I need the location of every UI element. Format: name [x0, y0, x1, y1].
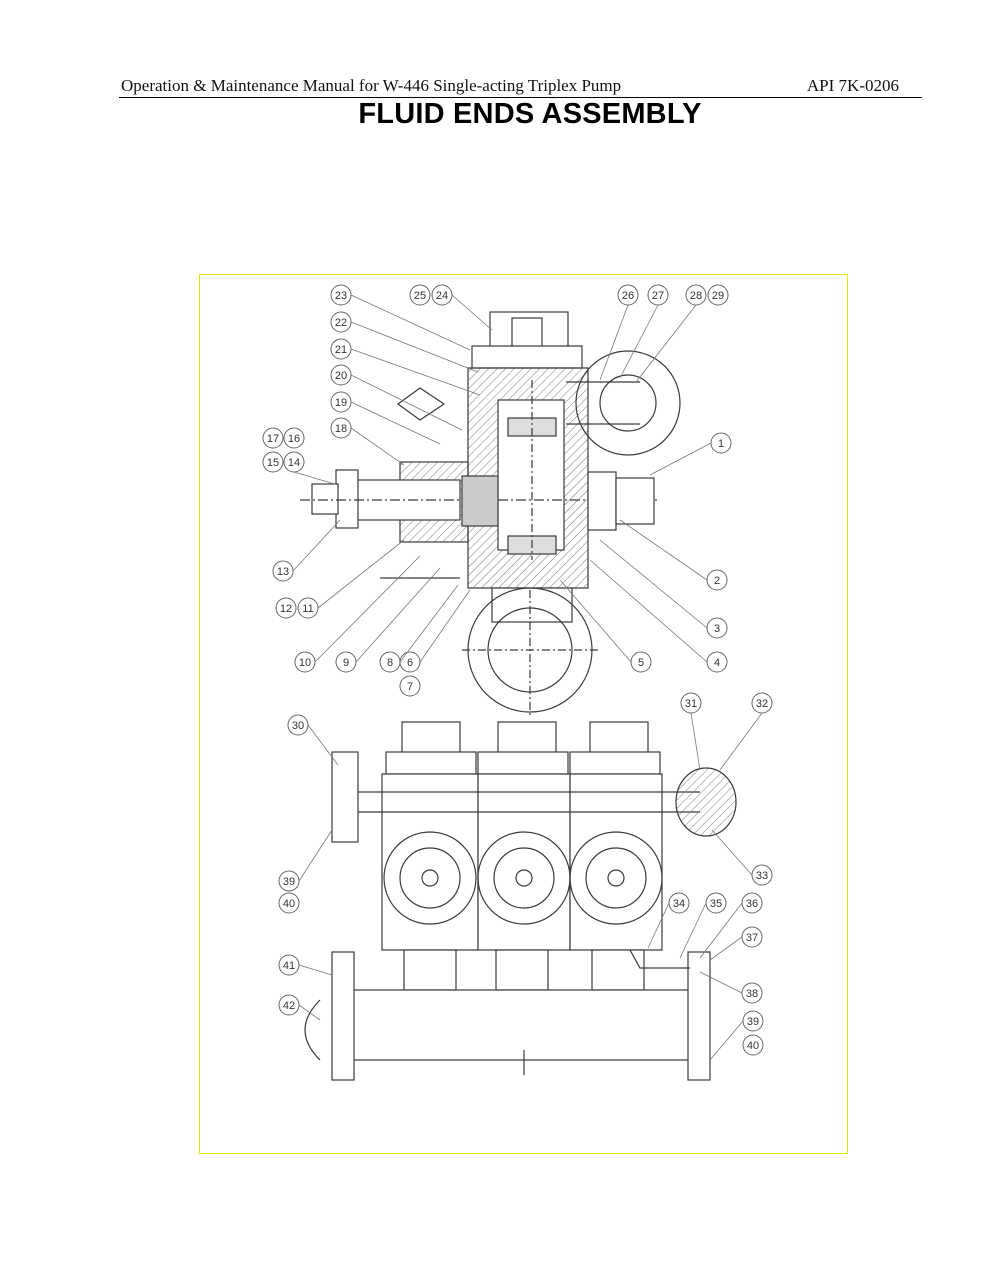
callout-21: 21: [330, 338, 352, 360]
callout-30: 30: [287, 714, 309, 736]
callout-label: 23: [335, 290, 347, 302]
callout-24: 24: [431, 284, 453, 306]
callout-label: 11: [302, 603, 313, 615]
callout-39-left: 39: [278, 870, 300, 892]
callout-29: 29: [707, 284, 729, 306]
callout-label: 18: [335, 423, 347, 435]
callout-40-left: 40: [278, 892, 300, 914]
callout-label: 15: [267, 457, 279, 469]
callout-36: 36: [741, 892, 763, 914]
callout-9: 9: [335, 651, 357, 673]
page-title: FLUID ENDS ASSEMBLY: [358, 98, 702, 130]
callout-3: 3: [706, 617, 728, 639]
callout-label: 5: [638, 657, 644, 669]
callout-16: 16: [283, 427, 305, 449]
callout-label: 24: [436, 290, 448, 302]
callout-28: 28: [685, 284, 707, 306]
callout-label: 25: [414, 290, 426, 302]
callout-42: 42: [278, 994, 300, 1016]
callout-27: 27: [647, 284, 669, 306]
callout-2: 2: [706, 569, 728, 591]
callout-label: 28: [690, 290, 702, 302]
document-number: API 7K-0206: [806, 76, 899, 95]
callout-41: 41: [278, 954, 300, 976]
callout-label: 32: [756, 698, 768, 710]
callout-label: 16: [288, 433, 300, 445]
callout-37: 37: [741, 926, 763, 948]
callout-31: 31: [680, 692, 702, 714]
callout-11: 11: [297, 597, 319, 619]
callout-label: 9: [343, 657, 349, 669]
callout-6: 6: [399, 651, 421, 673]
callout-label: 2: [714, 575, 720, 587]
callout-label: 4: [714, 657, 720, 669]
callout-label: 40: [283, 898, 295, 910]
callout-label: 8: [387, 657, 393, 669]
callout-1: 1: [710, 432, 732, 454]
callout-label: 14: [288, 457, 300, 469]
callout-label: 12: [280, 603, 292, 615]
callout-26: 26: [617, 284, 639, 306]
callout-5: 5: [630, 651, 652, 673]
callout-23: 23: [330, 284, 352, 306]
manual-title: Operation & Maintenance Manual for W-446…: [121, 76, 622, 95]
callout-39-right: 39: [742, 1010, 764, 1032]
callout-17: 17: [262, 427, 284, 449]
callout-label: 26: [622, 290, 634, 302]
callout-label: 39: [283, 876, 295, 888]
callout-15: 15: [262, 451, 284, 473]
callout-14: 14: [283, 451, 305, 473]
callout-label: 38: [746, 988, 758, 1000]
callout-label: 35: [710, 898, 722, 910]
callout-20: 20: [330, 364, 352, 386]
callout-label: 7: [407, 681, 413, 693]
callout-12: 12: [275, 597, 297, 619]
callout-label: 41: [283, 960, 295, 972]
callout-label: 27: [652, 290, 664, 302]
drawing-frame: [199, 274, 848, 1154]
header-rule: [119, 97, 922, 98]
callout-markers: 23 22 21 20 19 18 17 16 15 14 13 12 11 1…: [262, 284, 773, 1056]
callout-40-right: 40: [742, 1034, 764, 1056]
callout-label: 31: [685, 698, 697, 710]
callout-label: 37: [746, 932, 758, 944]
callout-38: 38: [741, 982, 763, 1004]
callout-label: 20: [335, 370, 347, 382]
section-view: [300, 311, 681, 715]
callout-35: 35: [705, 892, 727, 914]
callout-label: 42: [283, 1000, 295, 1012]
callout-label: 34: [673, 898, 685, 910]
callout-19: 19: [330, 391, 352, 413]
callout-label: 1: [718, 438, 724, 450]
callout-label: 13: [277, 566, 289, 578]
callout-label: 29: [712, 290, 724, 302]
leader-lines: [292, 294, 763, 1061]
callout-label: 33: [756, 870, 768, 882]
callout-label: 17: [267, 433, 279, 445]
callout-label: 40: [747, 1040, 759, 1052]
callout-label: 6: [407, 657, 413, 669]
callout-25: 25: [409, 284, 431, 306]
callout-label: 21: [335, 344, 347, 356]
callout-label: 22: [335, 317, 347, 329]
callout-label: 10: [299, 657, 311, 669]
callout-label: 36: [746, 898, 758, 910]
front-view: [304, 721, 737, 1081]
callout-8: 8: [379, 651, 401, 673]
callout-10: 10: [294, 651, 316, 673]
callout-label: 30: [292, 720, 304, 732]
callout-label: 3: [714, 623, 720, 635]
callout-label: 39: [747, 1016, 759, 1028]
callout-18: 18: [330, 417, 352, 439]
callout-label: 19: [335, 397, 347, 409]
callout-33: 33: [751, 864, 773, 886]
callout-7: 7: [399, 675, 421, 697]
callout-22: 22: [330, 311, 352, 333]
callout-4: 4: [706, 651, 728, 673]
callout-13: 13: [272, 560, 294, 582]
callout-34: 34: [668, 892, 690, 914]
callout-32: 32: [751, 692, 773, 714]
